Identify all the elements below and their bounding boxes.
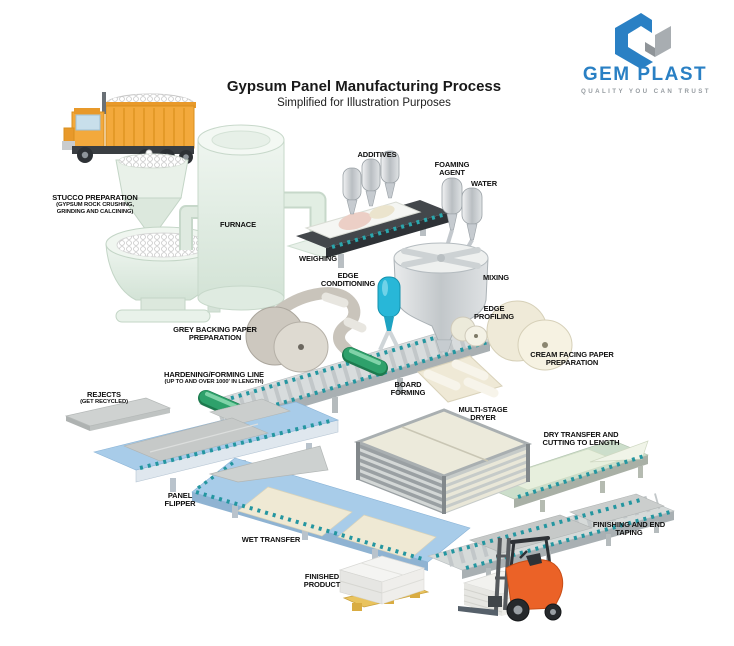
label-cream-facing-text: CREAM FACING PAPER PREPARATION	[530, 350, 614, 368]
label-finished-product-text: FINISHED PRODUCT	[303, 572, 341, 590]
label-hardening: HARDENING/FORMING LINE (UP TO AND OVER 1…	[134, 370, 294, 386]
label-additives-text: ADDITIVES	[357, 150, 397, 159]
label-hardening-text: HARDENING/FORMING LINE	[164, 370, 264, 379]
grey-paper-roll	[245, 287, 367, 373]
label-mixing-text: MIXING	[482, 273, 510, 282]
label-water: WATER	[470, 179, 498, 188]
cream-paper-roll	[486, 300, 573, 371]
label-dryer: MULTI-STAGE DRYER	[448, 405, 518, 423]
rejects-panel	[64, 397, 172, 431]
label-foaming-agent-text: FOAMING AGENT	[434, 160, 470, 178]
multi-stage-dryer	[353, 408, 533, 514]
weighing-conveyor	[286, 200, 450, 268]
label-dry-transfer: DRY TRANSFER AND CUTTING TO LENGTH	[529, 430, 634, 448]
crusher-hopper	[115, 153, 189, 239]
panel-flipper-conveyor	[93, 398, 339, 492]
label-rejects-sub: (GET RECYCLED)	[80, 399, 128, 406]
label-finishing-text: FINISHING AND END TAPING	[592, 520, 666, 538]
label-stucco: STUCCO PREPARATION (GYPSUM ROCK CRUSHING…	[48, 193, 143, 215]
label-wet-transfer: WET TRANSFER	[226, 535, 316, 544]
foaming-water-dispensers	[441, 177, 483, 259]
label-water-text: WATER	[470, 179, 498, 188]
edge-profiling-roll	[450, 316, 488, 347]
label-hardening-sub: (UP TO AND OVER 1000' IN LENGTH)	[164, 379, 264, 386]
page-subtitle: Simplified for Illustration Purposes	[277, 97, 451, 109]
label-furnace: FURNACE	[220, 220, 256, 229]
label-panel-flipper-text: PANEL FLIPPER	[164, 491, 196, 509]
label-grey-backing: GREY BACKING PAPER PREPARATION	[168, 325, 263, 343]
label-edge-conditioning-text: EDGE CONDITIONING	[320, 271, 376, 289]
label-edge-conditioning: EDGE CONDITIONING	[317, 271, 379, 289]
label-board-forming: BOARD FORMING	[381, 380, 436, 398]
forklift	[458, 536, 564, 622]
flipping-panel	[208, 445, 329, 483]
finished-product-stack	[338, 555, 430, 611]
label-furnace-text: FURNACE	[220, 220, 256, 229]
label-additives: ADDITIVES	[357, 150, 397, 159]
label-finishing: FINISHING AND END TAPING	[587, 520, 672, 538]
stucco-grinding-bowl	[105, 226, 221, 323]
finishing-conveyor	[427, 493, 675, 580]
gemplast-logo-icon	[615, 13, 671, 69]
label-grey-backing-text: GREY BACKING PAPER PREPARATION	[173, 325, 257, 343]
board-forming-rollers	[417, 355, 503, 403]
label-cream-facing: CREAM FACING PAPER PREPARATION	[520, 350, 625, 368]
label-weighing-text: WEIGHING	[299, 254, 337, 263]
additive-dispensers	[342, 150, 400, 215]
label-wet-transfer-text: WET TRANSFER	[241, 535, 301, 544]
logo-tagline: QUALITY YOU CAN TRUST	[581, 88, 711, 95]
logo-wordmark: GEM PLAST	[582, 64, 708, 85]
page-title: Gypsum Panel Manufacturing Process	[226, 78, 502, 95]
label-foaming-agent: FOAMING AGENT	[429, 160, 475, 178]
label-rejects-text: REJECTS	[87, 390, 121, 399]
furnace-vessel	[179, 124, 327, 313]
label-mixing: MIXING	[482, 273, 510, 282]
label-stucco-text: STUCCO PREPARATION	[52, 193, 138, 202]
label-rejects: REJECTS (GET RECYCLED)	[69, 390, 139, 406]
label-finished-product: FINISHED PRODUCT	[295, 572, 350, 590]
label-edge-profiling-text: EDGE PROFILING	[474, 304, 514, 322]
label-edge-profiling: EDGE PROFILING	[471, 304, 517, 322]
label-panel-flipper: PANEL FLIPPER	[155, 491, 205, 509]
label-stucco-sub: (GYPSUM ROCK CRUSHING, GRINDING AND CALC…	[56, 202, 134, 215]
edge-conditioning-bottle	[377, 276, 401, 351]
label-dry-transfer-text: DRY TRANSFER AND CUTTING TO LENGTH	[542, 430, 620, 448]
label-weighing: WEIGHING	[299, 254, 337, 263]
label-dryer-text: MULTI-STAGE DRYER	[458, 405, 508, 423]
wet-transfer-conveyor	[191, 457, 471, 571]
label-board-forming-text: BOARD FORMING	[390, 380, 426, 398]
